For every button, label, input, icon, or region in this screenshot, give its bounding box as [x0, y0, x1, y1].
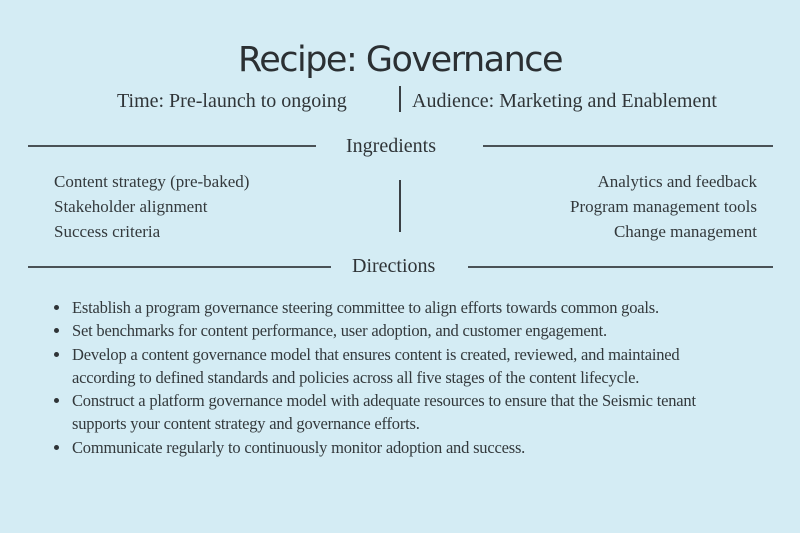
- bullet-icon: [54, 351, 59, 357]
- ingredient-item: Success criteria: [54, 222, 161, 241]
- page-title: Recipe: Governance: [237, 40, 564, 80]
- directions-rule-left: [28, 266, 331, 268]
- time-label: Time: Pre-launch to ongoing: [117, 90, 347, 112]
- ingredient-item: Content strategy (pre-baked): [54, 172, 250, 191]
- direction-item: Establish a program governance steering …: [54, 296, 744, 319]
- directions-rule-right: [468, 266, 773, 268]
- ingredients-heading: Ingredients: [346, 135, 436, 157]
- bullet-icon: [54, 305, 59, 310]
- ingredient-item: Program management tools: [570, 197, 757, 216]
- directions-heading: Directions: [352, 255, 436, 277]
- ingredients-divider: [399, 180, 401, 232]
- meta-divider: [399, 86, 401, 112]
- direction-item: Communicate regularly to continuously mo…: [54, 436, 744, 459]
- ingredient-item: Change management: [613, 222, 757, 241]
- ingredients-rule-left: [28, 145, 316, 147]
- direction-item: Develop a content governance model that …: [54, 343, 744, 390]
- audience-label: Audience: Marketing and Enablement: [412, 90, 717, 112]
- directions-list: Establish a program governance steering …: [54, 296, 744, 459]
- direction-item: Set benchmarks for content performance, …: [54, 319, 744, 342]
- ingredient-item: Stakeholder alignment: [54, 197, 208, 216]
- ingredients-rule-right: [483, 145, 773, 147]
- ingredient-item: Analytics and feedback: [597, 172, 757, 191]
- bullet-icon: [54, 328, 59, 334]
- direction-item: Construct a platform governance model wi…: [54, 389, 744, 436]
- bullet-icon: [54, 444, 59, 450]
- direction-text: Develop a content governance model that …: [72, 344, 680, 387]
- bullet-icon: [54, 398, 59, 404]
- direction-text: Establish a program governance steering …: [72, 298, 659, 317]
- direction-text: Set benchmarks for content performance, …: [72, 321, 607, 341]
- direction-text: Construct a platform governance model wi…: [72, 391, 696, 434]
- direction-text: Communicate regularly to continuously mo…: [72, 437, 526, 457]
